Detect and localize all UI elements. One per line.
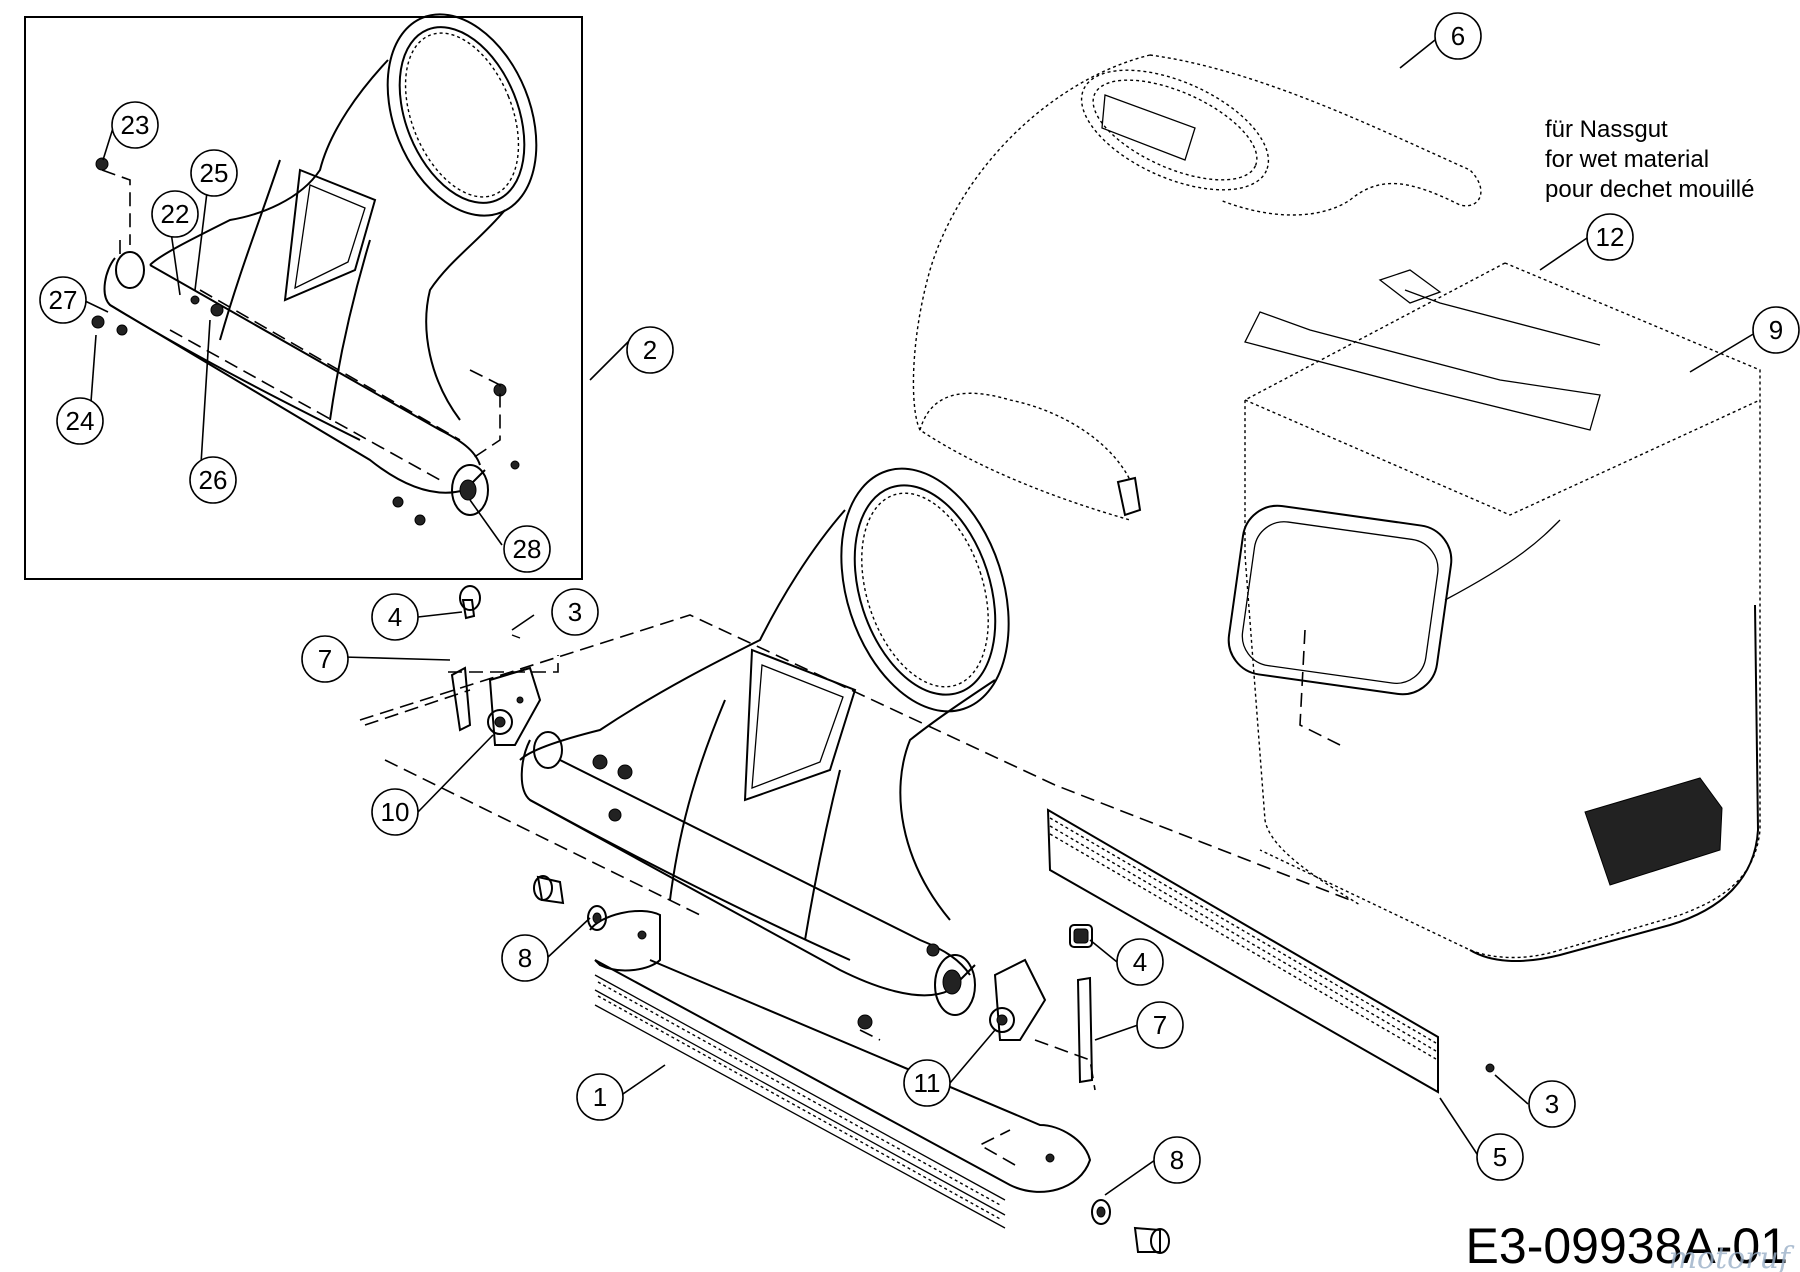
callout-25[interactable]: 25 <box>190 149 238 197</box>
hardware-8 <box>533 875 1170 1254</box>
svg-text:10: 10 <box>381 797 410 827</box>
callout-24[interactable]: 24 <box>56 397 104 445</box>
watermark: motoruf <box>1669 1241 1795 1272</box>
grass-bag-9 <box>1227 262 1761 963</box>
callout-28[interactable]: 28 <box>503 525 551 573</box>
callouts: 23 25 22 27 24 26 28 2 6 12 9 4 3 7 10 8… <box>39 12 1800 1184</box>
main-chute-assembly <box>359 467 1351 1166</box>
svg-text:22: 22 <box>161 199 190 229</box>
svg-text:1: 1 <box>593 1082 607 1112</box>
svg-text:24: 24 <box>66 406 95 436</box>
leader-lines <box>82 39 1761 1196</box>
callout-9[interactable]: 9 <box>1752 306 1800 354</box>
callout-7-right[interactable]: 7 <box>1136 1001 1184 1049</box>
svg-text:27: 27 <box>49 285 78 315</box>
drawing-code: E3-09938A-01 <box>1466 1218 1788 1272</box>
callout-4-left[interactable]: 4 <box>371 593 419 641</box>
callout-8-left[interactable]: 8 <box>501 934 549 982</box>
deflector-skirt-1 <box>589 909 1092 1229</box>
svg-text:4: 4 <box>1133 947 1147 977</box>
note-line-german: für Nassgut <box>1545 116 1668 143</box>
svg-text:7: 7 <box>318 644 332 674</box>
callout-26[interactable]: 26 <box>189 456 237 504</box>
svg-text:8: 8 <box>518 943 532 973</box>
callout-10[interactable]: 10 <box>371 788 419 836</box>
discharge-guard-6 <box>912 54 1482 521</box>
sealing-strip-5 <box>1046 808 1495 1094</box>
svg-text:12: 12 <box>1596 222 1625 252</box>
detail-inset <box>24 13 583 580</box>
left-bracket-parts <box>364 585 559 746</box>
callout-12[interactable]: 12 <box>1586 213 1634 261</box>
callout-1[interactable]: 1 <box>576 1073 624 1121</box>
callout-2[interactable]: 2 <box>626 326 674 374</box>
callout-7-left[interactable]: 7 <box>301 635 349 683</box>
callout-3-right[interactable]: 3 <box>1528 1080 1576 1128</box>
svg-text:2: 2 <box>643 335 657 365</box>
callout-8-right[interactable]: 8 <box>1153 1136 1201 1184</box>
right-bracket-parts <box>989 924 1096 1091</box>
callout-11[interactable]: 11 <box>903 1059 951 1107</box>
svg-text:28: 28 <box>513 534 542 564</box>
callout-5[interactable]: 5 <box>1476 1133 1524 1181</box>
callout-6[interactable]: 6 <box>1434 12 1482 60</box>
callout-22[interactable]: 22 <box>151 190 199 238</box>
svg-text:9: 9 <box>1769 315 1783 345</box>
svg-text:11: 11 <box>914 1068 941 1098</box>
svg-text:26: 26 <box>199 465 228 495</box>
callout-23[interactable]: 23 <box>111 101 159 149</box>
svg-text:7: 7 <box>1153 1010 1167 1040</box>
svg-text:5: 5 <box>1493 1142 1507 1172</box>
note-line-english: for wet material <box>1545 146 1709 173</box>
callout-3-left[interactable]: 3 <box>551 588 599 636</box>
svg-text:4: 4 <box>388 602 402 632</box>
svg-text:3: 3 <box>1545 1089 1559 1119</box>
wet-material-note: für Nassgut for wet material pour dechet… <box>1545 116 1754 203</box>
note-line-french: pour dechet mouillé <box>1545 176 1754 203</box>
svg-text:3: 3 <box>568 597 582 627</box>
svg-text:23: 23 <box>121 110 150 140</box>
svg-text:6: 6 <box>1451 21 1465 51</box>
svg-text:25: 25 <box>200 158 229 188</box>
callout-4-right[interactable]: 4 <box>1116 938 1164 986</box>
callout-27[interactable]: 27 <box>39 276 87 324</box>
svg-text:8: 8 <box>1170 1145 1184 1175</box>
